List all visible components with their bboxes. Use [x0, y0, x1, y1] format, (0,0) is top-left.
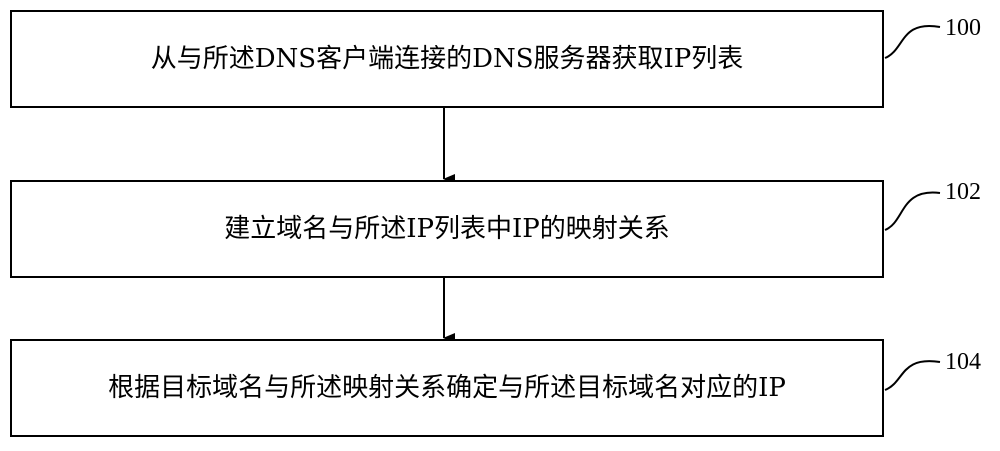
step-box-102: 建立域名与所述IP列表中IP的映射关系: [10, 180, 884, 278]
step-box-100: 从与所述DNS客户端连接的DNS服务器获取IP列表: [10, 10, 884, 108]
leader-104: [884, 360, 941, 391]
leader-102: [884, 191, 941, 231]
step-text-104: 根据目标域名与所述映射关系确定与所述目标域名对应的IP: [108, 373, 786, 403]
step-label-102: 102: [945, 179, 981, 205]
step-label-104: 104: [945, 349, 981, 375]
leader-100: [884, 24, 941, 59]
step-text-102: 建立域名与所述IP列表中IP的映射关系: [224, 214, 670, 244]
step-text-100: 从与所述DNS客户端连接的DNS服务器获取IP列表: [150, 44, 744, 74]
step-label-100: 100: [945, 15, 981, 41]
step-box-104: 根据目标域名与所述映射关系确定与所述目标域名对应的IP: [10, 339, 884, 437]
